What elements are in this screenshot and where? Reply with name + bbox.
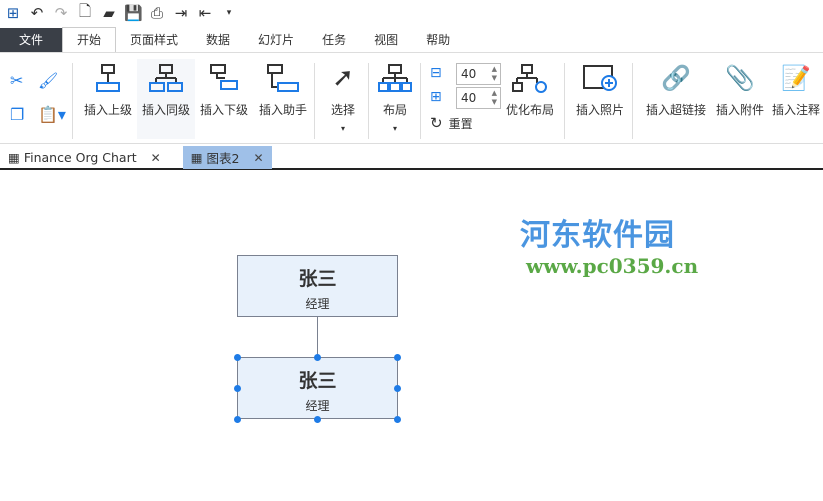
optimize-layout-button[interactable]: 优化布局: [504, 59, 556, 139]
resize-handle[interactable]: [234, 416, 241, 423]
org-chart-icon: ▦: [190, 150, 203, 165]
close-icon[interactable]: ✕: [150, 150, 161, 165]
menu-file[interactable]: 文件: [0, 28, 62, 52]
paste-icon[interactable]: 📋▾: [38, 105, 66, 124]
insert-assistant-icon: [254, 59, 312, 97]
insert-assistant-button[interactable]: 插入助手: [254, 59, 312, 139]
resize-handle[interactable]: [234, 354, 241, 361]
menu-view[interactable]: 视图: [374, 33, 399, 47]
format-painter-icon[interactable]: 🖌: [38, 71, 59, 90]
print-icon[interactable]: ⎙: [150, 4, 163, 22]
connector-line: [317, 317, 318, 357]
insert-photo-button[interactable]: 插入照片: [572, 59, 628, 139]
reset-button[interactable]: ↻重置: [430, 114, 473, 132]
menu-home[interactable]: 开始: [62, 27, 117, 53]
resize-handle[interactable]: [394, 385, 401, 392]
import-icon[interactable]: ⇤: [198, 4, 212, 22]
copy-icon[interactable]: ❐: [10, 105, 25, 124]
save-icon[interactable]: 💾: [124, 4, 142, 22]
vertical-spacing-input[interactable]: 40▲▼: [456, 87, 501, 109]
insert-hyperlink-button[interactable]: 🔗插入超链接: [642, 59, 710, 139]
select-button[interactable]: ➚选择▾: [322, 59, 364, 139]
insert-attachment-button[interactable]: 📎插入附件: [714, 59, 766, 139]
menu-tasks[interactable]: 任务: [322, 33, 347, 47]
watermark-logo: 河东软件园: [520, 218, 675, 253]
menu-data[interactable]: 数据: [206, 33, 231, 47]
optimize-layout-icon: [504, 59, 556, 97]
horizontal-spacing-icon: ⊟: [430, 65, 442, 81]
resize-handle[interactable]: [234, 385, 241, 392]
menu-bar: 文件 开始 页面样式 数据 幻灯片 任务 视图 帮助: [0, 27, 464, 53]
resize-handle[interactable]: [314, 354, 321, 361]
cut-icon[interactable]: ✂: [10, 71, 24, 90]
customize-dropdown-icon[interactable]: ▾: [226, 8, 232, 18]
open-folder-icon[interactable]: ▰: [103, 4, 115, 22]
redo-icon[interactable]: ↷: [54, 4, 68, 22]
quick-access-toolbar: ⊞ ↶ ↷ 🗋 ▰ 💾 ⎙ ⇥ ⇤ ▾: [4, 2, 238, 24]
export-icon[interactable]: ⇥: [174, 4, 188, 22]
insert-child-button[interactable]: 插入下级: [196, 59, 252, 139]
layout-icon: [374, 59, 416, 97]
note-pencil-icon: 📝: [781, 64, 811, 92]
org-node-selected[interactable]: 张三经理: [237, 357, 398, 419]
org-chart-icon: ▦: [8, 150, 20, 165]
image-plus-icon: [572, 59, 628, 97]
reset-icon: ↻: [430, 114, 443, 132]
cursor-icon: ➚: [332, 63, 354, 93]
insert-parent-icon: [80, 59, 136, 97]
link-icon: 🔗: [661, 64, 691, 92]
org-node[interactable]: 张三经理: [237, 255, 398, 317]
insert-child-icon: [196, 59, 252, 97]
document-tabs: ▦Finance Org Chart✕ ▦图表2✕: [0, 146, 823, 170]
resize-handle[interactable]: [394, 416, 401, 423]
new-file-icon[interactable]: 🗋: [78, 1, 92, 20]
app-logo-icon: ⊞: [6, 4, 20, 22]
close-icon[interactable]: ✕: [253, 150, 264, 165]
resize-handle[interactable]: [394, 354, 401, 361]
insert-sibling-icon: [137, 59, 195, 97]
resize-handle[interactable]: [314, 416, 321, 423]
horizontal-spacing-input[interactable]: 40▲▼: [456, 63, 501, 85]
menu-page-style[interactable]: 页面样式: [130, 33, 179, 47]
insert-sibling-button[interactable]: 插入同级: [137, 59, 195, 139]
undo-icon[interactable]: ↶: [30, 4, 44, 22]
tab-chart2[interactable]: ▦图表2✕: [182, 146, 272, 169]
paperclip-icon: 📎: [725, 64, 755, 92]
ribbon: ✂ 🖌 ❐ 📋▾ 插入上级 插入同级 插入下级 插入助手 ➚选择▾ 布局▾ ⊟ …: [0, 52, 823, 144]
menu-slides[interactable]: 幻灯片: [258, 33, 295, 47]
menu-help[interactable]: 帮助: [426, 33, 451, 47]
vertical-spacing-icon: ⊞: [430, 89, 442, 105]
tab-finance-org-chart[interactable]: ▦Finance Org Chart✕: [8, 150, 161, 165]
layout-button[interactable]: 布局▾: [374, 59, 416, 139]
insert-note-button[interactable]: 📝插入注释: [770, 59, 822, 139]
insert-parent-button[interactable]: 插入上级: [80, 59, 136, 139]
watermark-url: www.pc0359.cn: [526, 254, 699, 278]
